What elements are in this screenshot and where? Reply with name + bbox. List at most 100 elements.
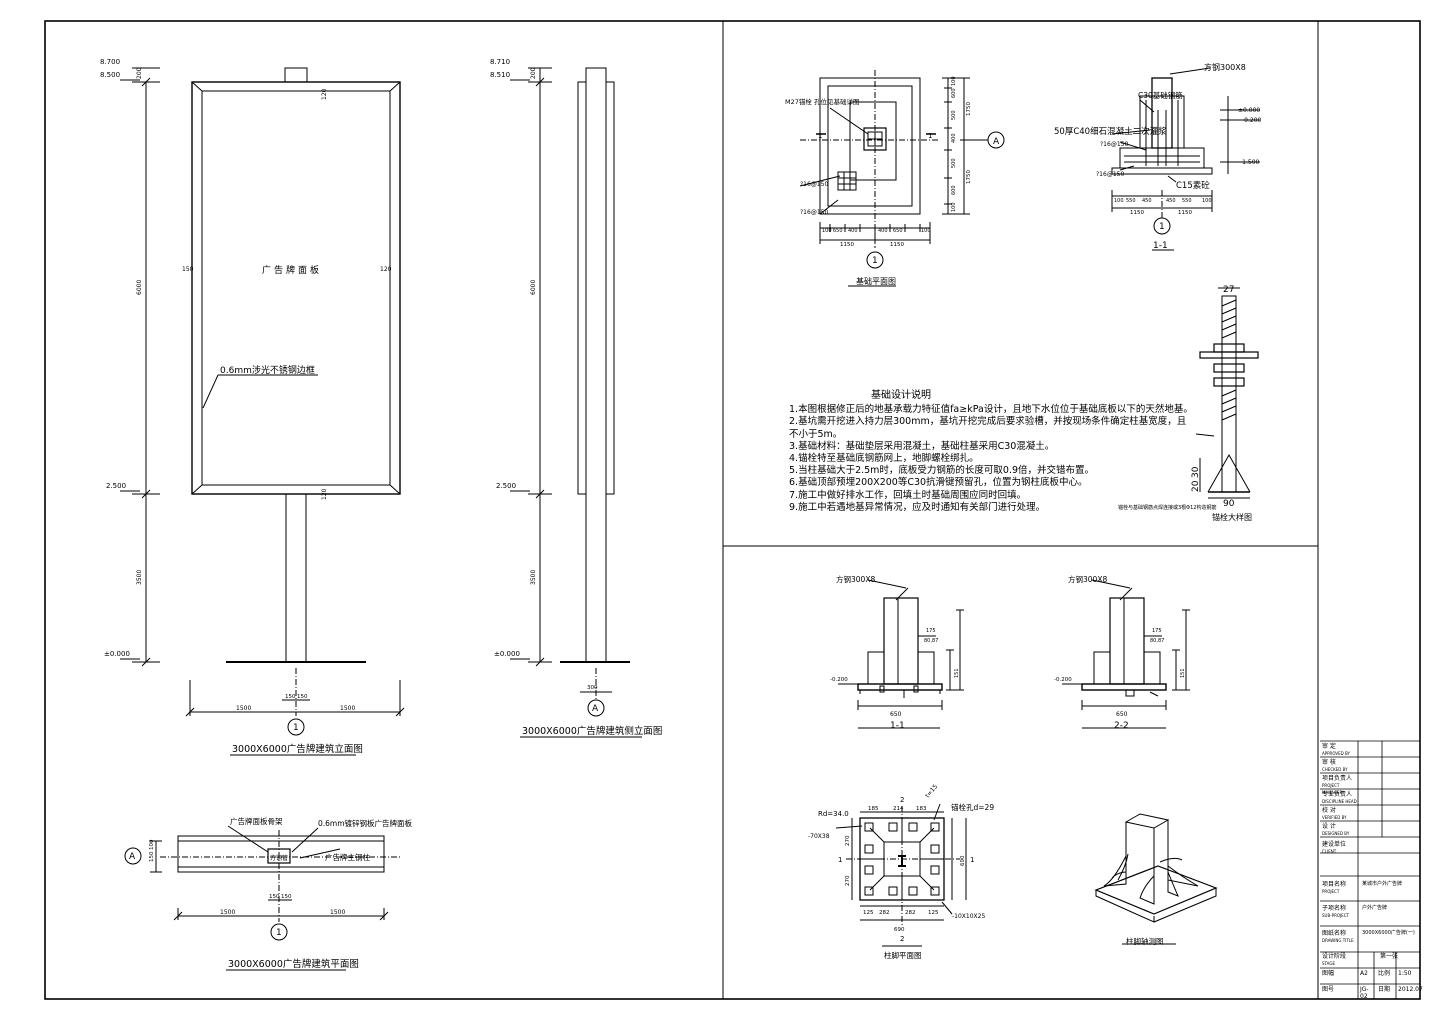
fp-dim-v5: 600 (951, 185, 957, 195)
tb-ratio-label: 比例 (1378, 970, 1391, 977)
title-block-grid (1320, 740, 1420, 999)
fp-dim-h4: 650 (893, 228, 903, 234)
base-plan-bot-2: 282 (905, 910, 916, 916)
dim-3500: 3500 (136, 570, 143, 585)
plan-axis-a: A (129, 852, 136, 862)
tb-label: 项目负责人 (1322, 775, 1353, 782)
base22-dim-175: 175 (1152, 628, 1162, 634)
base-plan-p1: -70X38 (808, 833, 830, 840)
fp-dim-1150b: 1150 (890, 242, 904, 248)
foundation-plan-text: M27锚栓 孔位见基础详图 ?16@150 ?16@150 100 650 40… (785, 76, 1000, 286)
note-line-5: 4.锚栓特至基础底钢筋网上，地脚螺栓绑扎。 (789, 453, 979, 465)
side-dim-3500: 3500 (530, 570, 537, 585)
dim-150d: 150 (297, 694, 308, 700)
base-plan-top-0: 185 (868, 806, 879, 812)
base-plan-top-2: 183 (916, 806, 927, 812)
plan-label-panel: 0.6mm镀锌钢板广告牌面板 (318, 818, 413, 828)
base11-dim-650: 650 (890, 711, 902, 718)
fp-dim-1750a: 1750 (966, 102, 972, 116)
base-plan-bot-0: 125 (863, 910, 874, 916)
tb-label: 审 定 (1322, 743, 1336, 750)
bolt-holes (864, 822, 940, 896)
foundation-section-title: 1-1 (1153, 241, 1168, 251)
base-plan-rd: Rd=34.0 (818, 810, 849, 818)
side-level-0: ±0.000 (494, 650, 520, 658)
dim-6000: 6000 (136, 280, 143, 295)
foundation-plan (799, 70, 1005, 287)
base22-tube: 方钢300X8 (1068, 574, 1107, 584)
base-plan-s1: 1 (838, 856, 842, 864)
tb-scale-label: 图幅 (1322, 970, 1335, 977)
base22-dim-650: 650 (1116, 711, 1128, 718)
sec-grout-label: 50厚C40细石混凝土二次灌浆 (1054, 126, 1167, 137)
column-base-plan-text: Rd=34.0 锚栓孔d=29 -70X38 -10X10X25 185 214… (808, 783, 994, 960)
column-base-axonometric (1094, 813, 1218, 945)
tb-sub: VERIFIED BY (1322, 815, 1347, 820)
tb-sub: CLIENT (1322, 849, 1337, 854)
tb-sub: APPROVED BY (1322, 751, 1351, 756)
fp-dim-v4: 500 (951, 158, 957, 168)
plan-dim-1500a: 1500 (220, 909, 235, 916)
sec-dim-h2: 450 (1142, 198, 1152, 204)
dim-150c: 150 (285, 694, 296, 700)
tb-sub: PROJECT (1322, 889, 1340, 894)
note-line-3: 不小于5m。 (789, 428, 843, 440)
base-plan-tot: 690 (894, 927, 905, 933)
dim-150: 150 (182, 266, 194, 273)
note-line-2: 2.基坑需开挖进入持力层300mm，基坑开挖完成后要求验槽，并按现场条件确定柱基… (789, 416, 1187, 428)
plan-dim-v150: 150 (149, 851, 155, 862)
base11-dim-175: 175 (926, 628, 936, 634)
tb-sub: CHECKED BY (1322, 767, 1348, 772)
tb-label: 图纸名称 (1322, 930, 1347, 937)
dim-1500b: 1500 (340, 705, 355, 712)
tb-label: 校 对 (1322, 807, 1336, 814)
sec-axis-1: 1 (1159, 222, 1165, 232)
tb-sub: DISCIPLINE HEAD (1322, 799, 1357, 804)
note-line-4: 3.基础材料：基础垫层采用混凝土，基础柱基采用C30混凝土。 (789, 440, 1055, 452)
base-plan-hole: 锚栓孔d=29 (951, 802, 994, 812)
tb-date-label: 日期 (1378, 986, 1391, 993)
tb-drawing-value: 3000X6000广告牌(一) (1362, 930, 1415, 936)
side-dim-top: 200 (530, 67, 537, 79)
tb-label: 专业负责人 (1322, 791, 1353, 798)
tb-sub: DRAWING TITLE (1322, 938, 1354, 943)
anchor-detail-text: 27 90 30 20 锚栓与基础钢筋点焊连接或3根Φ12构造钢筋 锚栓大样图 (1118, 285, 1252, 522)
anchor-note: 锚栓与基础钢筋点焊连接或3根Φ12构造钢筋 (1118, 504, 1216, 511)
fp-dim-h5: 100 (921, 228, 931, 234)
fp-dim-h0: 100 (822, 228, 832, 234)
base-plan-p2: -10X10X25 (952, 913, 985, 920)
base22-dim-151: 151 (1180, 668, 1186, 678)
design-notes-title: 基础设计说明 (871, 390, 931, 401)
sec-dim-1150b: 1150 (1178, 210, 1192, 216)
sec-level-020: -0.200 (1242, 117, 1262, 124)
side-elevation-text: 8.710 8.510 2.500 ±0.000 200 6000 3500 3… (490, 58, 662, 737)
base11-tube: 方钢300X8 (836, 574, 875, 584)
front-elevation-title: 3000X6000广告牌建筑立面图 (232, 743, 363, 755)
base-plan-bot-3: 125 (928, 910, 939, 916)
tb-sheet-value: 第一张 (1380, 953, 1399, 960)
sec-rebar-label-2: ?16@150 (1096, 171, 1124, 178)
fp-dim-h1: 650 (833, 228, 843, 234)
tb-project-value: 某城市户外广告牌 (1362, 881, 1403, 887)
base22-level: -0.200 (1054, 677, 1072, 683)
side-level-8700: 8.710 (490, 58, 510, 66)
base-plan-side-1: 270 (845, 875, 851, 886)
tb-label: 设计阶段 (1322, 953, 1347, 960)
base-plan-s1b: 1 (970, 856, 974, 864)
base-detail-22-text: 方钢300X8 650 175 80,87 151 -0.200 2-2 (1054, 574, 1186, 731)
foundation-section (1111, 67, 1260, 251)
rebar-label-2: ?16@150 (800, 181, 828, 188)
sec-dim-h5: 100 (1202, 198, 1212, 204)
fp-dim-v0: 100 (951, 76, 957, 86)
design-notes: 基础设计说明 1.本图根据修正后的地基承载力特征值fa≥kPa设计，且地下水位位… (789, 390, 1193, 514)
axis-bubble-1: 1 (293, 723, 299, 733)
dim-120b: 120 (380, 266, 392, 273)
dim-top: 200 (136, 67, 143, 79)
column-base-plan (835, 803, 967, 947)
sheet-border (44, 20, 1421, 1000)
base11-title: 1-1 (890, 721, 905, 731)
fp-dim-v6: 100 (951, 202, 957, 212)
level-8500: 8.500 (100, 71, 120, 79)
base-plan-side2: 690 (960, 855, 966, 866)
tb-sub: STAGE (1322, 961, 1335, 966)
